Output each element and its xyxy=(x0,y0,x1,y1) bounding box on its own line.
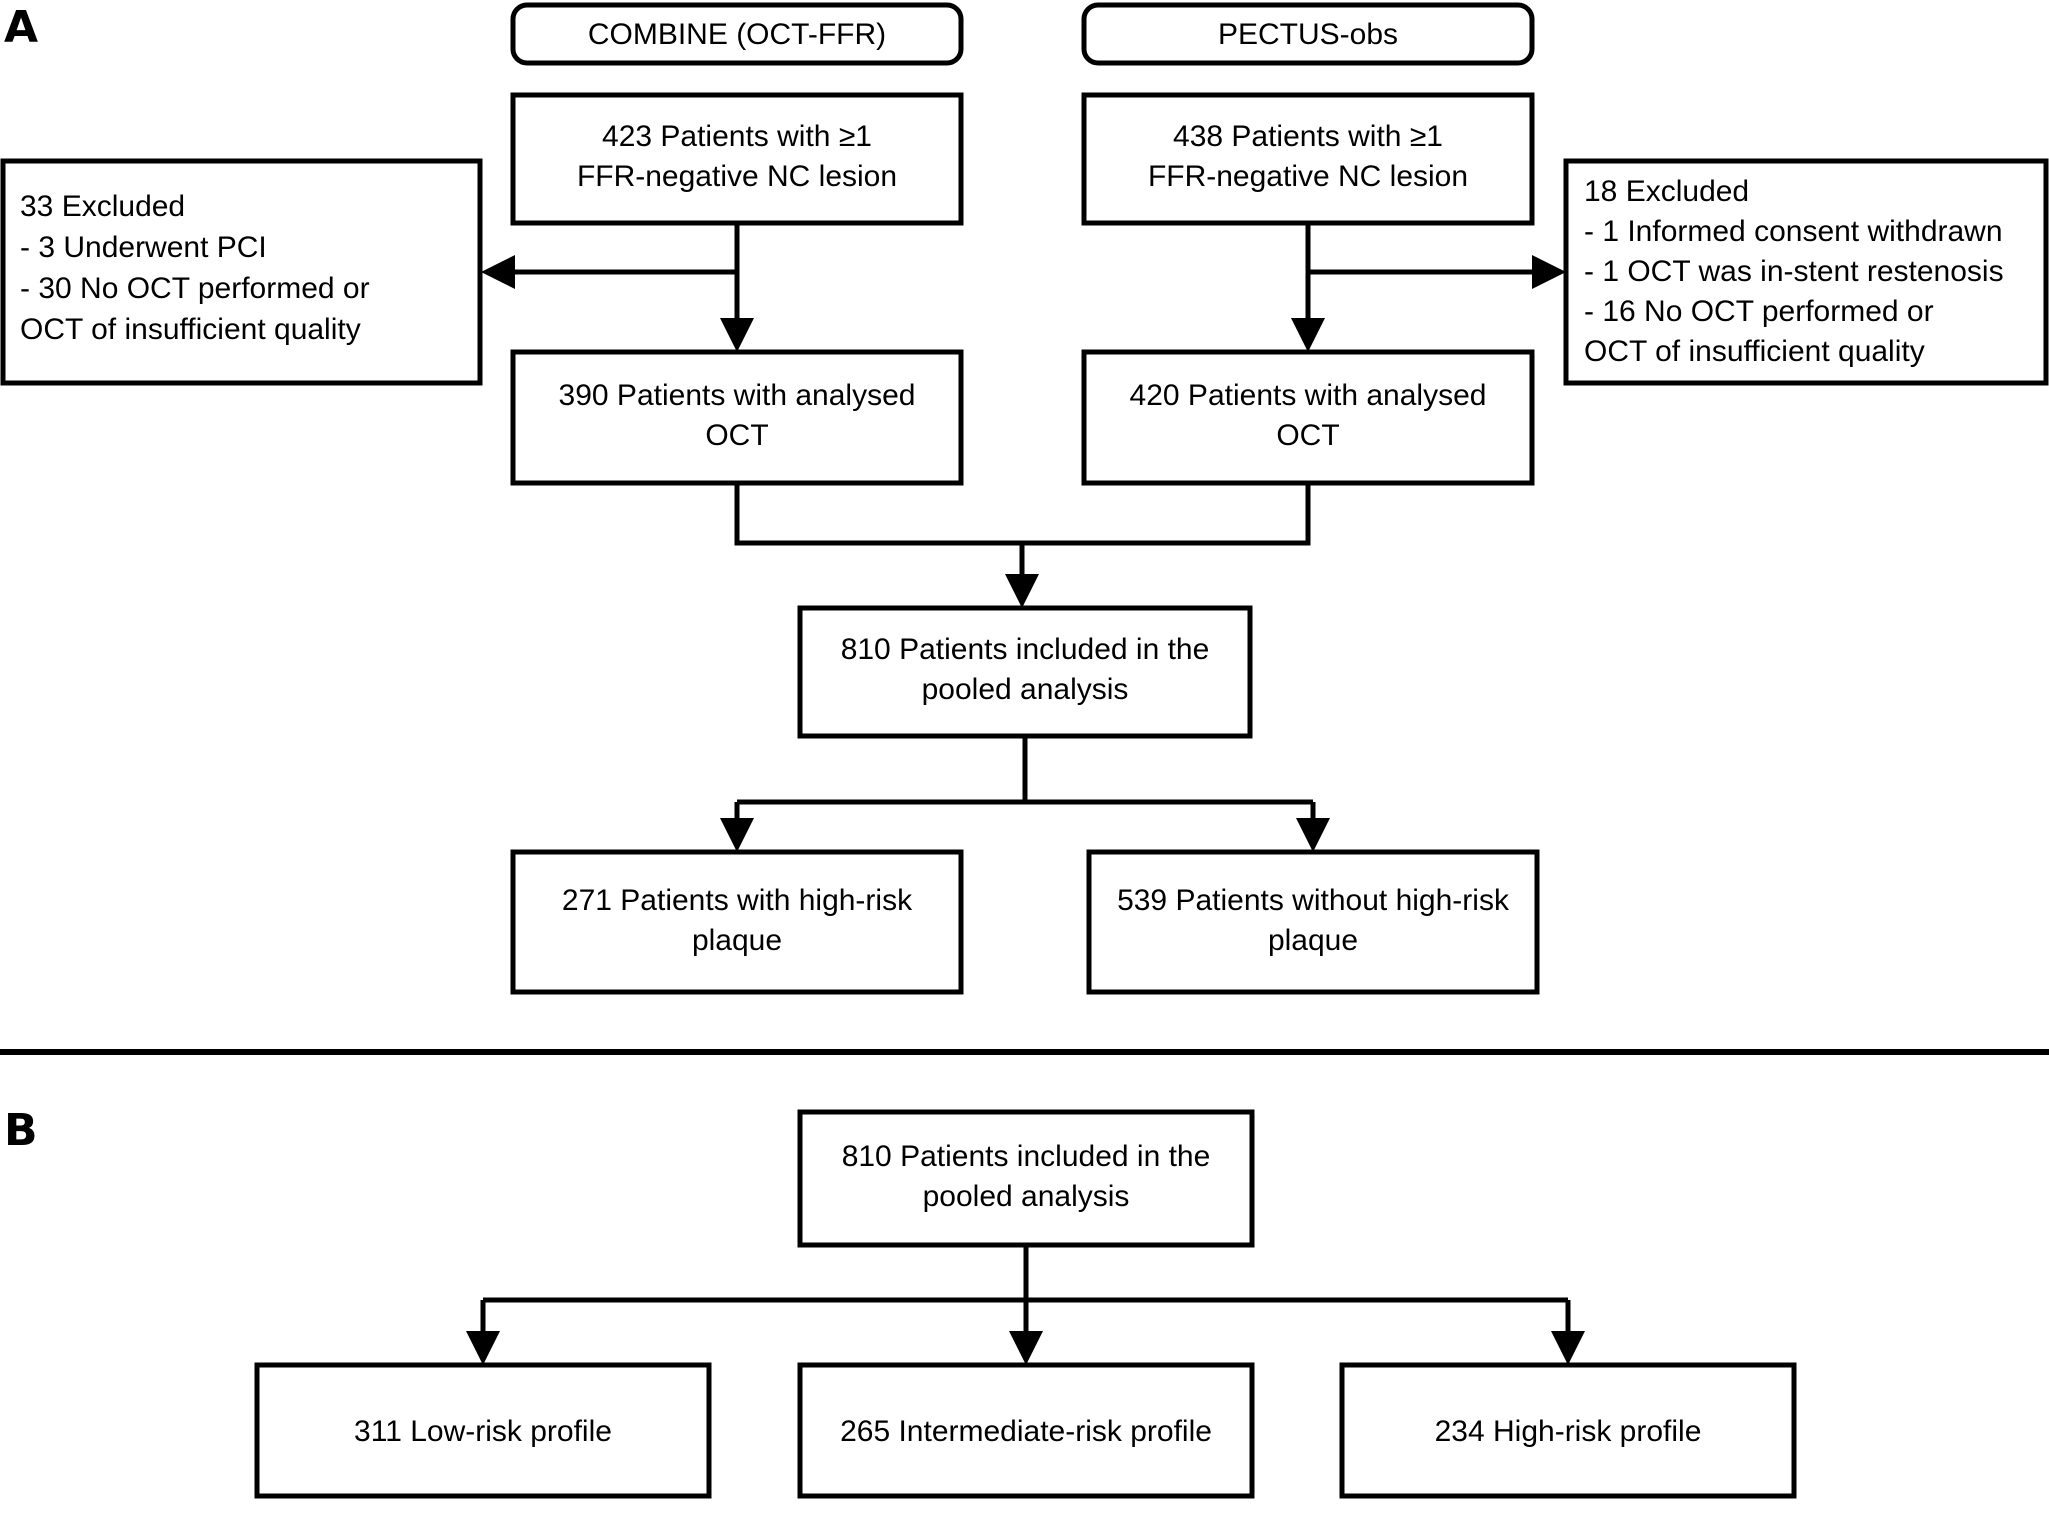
node-pooled-analysis-b-line2: pooled analysis xyxy=(923,1180,1130,1213)
node-low-risk-profile-label: 311 Low-risk profile xyxy=(354,1415,612,1448)
node-combine-excluded xyxy=(0,158,483,386)
connector-merge-to-pooled xyxy=(734,483,1311,546)
node-pectus-excluded-line3: - 1 OCT was in-stent restenosis xyxy=(1584,255,2004,288)
node-low-risk-profile xyxy=(254,1362,712,1499)
node-pooled-analysis xyxy=(797,605,1253,739)
node-intermediate-risk-profile xyxy=(797,1362,1255,1499)
node-pectus-study xyxy=(1081,2,1535,66)
node-combine-study xyxy=(510,2,964,66)
node-high-risk-plaque-line2: plaque xyxy=(692,924,782,957)
node-pectus-enrolled xyxy=(1081,92,1535,226)
arrowhead-pectus-excluded xyxy=(1532,255,1566,289)
panel-b-letter: B xyxy=(4,1105,38,1156)
arrowhead-combine-excluded xyxy=(481,255,515,289)
arrowhead-combine-analysed xyxy=(720,318,754,352)
node-combine-study-label: COMBINE (OCT-FFR) xyxy=(588,18,886,51)
node-no-high-risk-plaque xyxy=(1086,849,1540,995)
arrowhead-high-risk-profile xyxy=(1551,1331,1585,1365)
node-high-risk-plaque-line1: 271 Patients with high-risk xyxy=(562,884,913,917)
node-combine-excluded-line1: 33 Excluded xyxy=(20,190,185,223)
node-pectus-analysed-line1: 420 Patients with analysed xyxy=(1130,379,1487,412)
node-intermediate-risk-profile-label: 265 Intermediate-risk profile xyxy=(840,1415,1212,1448)
node-pooled-analysis-line1: 810 Patients included in the xyxy=(841,633,1210,666)
node-pectus-excluded-line1: 18 Excluded xyxy=(1584,175,1749,208)
node-high-risk-profile xyxy=(1339,1362,1797,1499)
node-pectus-study-label: PECTUS-obs xyxy=(1218,18,1398,51)
arrowhead-high-risk-plaque xyxy=(720,818,754,852)
node-pooled-analysis-b xyxy=(797,1109,1255,1248)
node-pectus-excluded-line4: - 16 No OCT performed or xyxy=(1584,295,1934,328)
node-combine-excluded-line3: - 30 No OCT performed or xyxy=(20,272,370,305)
panel-a: A COMBINE (OCT-FFR) PECTUS-obs 423 Patie… xyxy=(0,2,2049,995)
node-combine-enrolled-line1: 423 Patients with ≥1 xyxy=(602,120,872,153)
arrowhead-low-risk-profile xyxy=(466,1331,500,1365)
node-pectus-enrolled-line2: FFR-negative NC lesion xyxy=(1148,160,1468,193)
node-no-high-risk-plaque-line2: plaque xyxy=(1268,924,1358,957)
node-pectus-excluded-line2: - 1 Informed consent withdrawn xyxy=(1584,215,2003,248)
node-pectus-excluded-line5: OCT of insufficient quality xyxy=(1584,335,1925,368)
node-high-risk-plaque xyxy=(510,849,964,995)
node-combine-analysed xyxy=(510,349,964,486)
arrowhead-intermediate-risk-profile xyxy=(1009,1331,1043,1365)
arrowhead-pooled-analysis xyxy=(1005,574,1039,608)
node-pooled-analysis-b-line1: 810 Patients included in the xyxy=(842,1140,1211,1173)
arrowhead-no-high-risk-plaque xyxy=(1296,818,1330,852)
node-combine-excluded-line4: OCT of insufficient quality xyxy=(20,313,361,346)
node-combine-analysed-line1: 390 Patients with analysed xyxy=(559,379,916,412)
panel-b: B 810 Patients included in the pooled an… xyxy=(4,1105,1797,1499)
node-high-risk-profile-label: 234 High-risk profile xyxy=(1435,1415,1702,1448)
arrowhead-pectus-analysed xyxy=(1291,318,1325,352)
node-combine-excluded-line2: - 3 Underwent PCI xyxy=(20,231,267,264)
node-pectus-analysed-line2: OCT xyxy=(1276,419,1339,452)
node-combine-enrolled xyxy=(510,92,964,226)
node-pectus-analysed xyxy=(1081,349,1535,486)
node-pooled-analysis-line2: pooled analysis xyxy=(922,673,1129,706)
node-no-high-risk-plaque-line1: 539 Patients without high-risk xyxy=(1117,884,1510,917)
node-combine-analysed-line2: OCT xyxy=(705,419,768,452)
node-pectus-enrolled-line1: 438 Patients with ≥1 xyxy=(1173,120,1443,153)
panel-a-letter: A xyxy=(4,2,38,53)
node-combine-enrolled-line2: FFR-negative NC lesion xyxy=(577,160,897,193)
